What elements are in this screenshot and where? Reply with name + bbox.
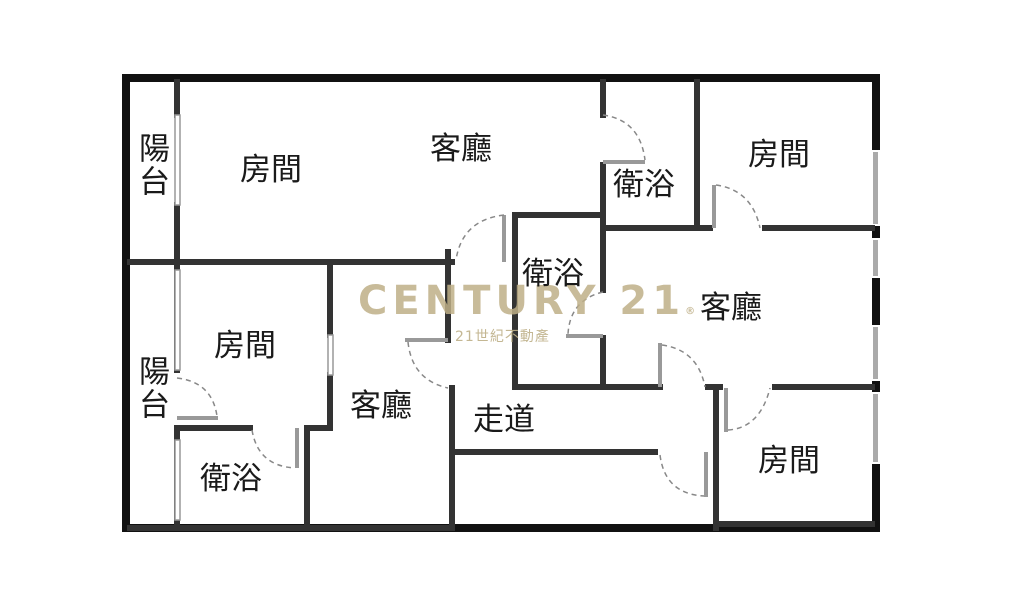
room-label-bath-center: 衛浴 (522, 256, 584, 292)
room-label-bath-bottom-left: 衛浴 (200, 461, 262, 497)
room-label-balcony-bottom: 陽台 (133, 355, 169, 421)
room-label-living-mid: 客廳 (350, 388, 412, 424)
room-label-living-top: 客廳 (430, 131, 492, 167)
room-label-balcony-top: 陽台 (133, 132, 169, 198)
room-label-living-right: 客廳 (700, 290, 762, 326)
room-label-bedroom-top-right: 房間 (748, 137, 810, 173)
room-label-corridor: 走道 (473, 402, 535, 438)
registered-mark: ® (685, 306, 701, 317)
room-label-bedroom-mid-left: 房間 (214, 328, 276, 364)
watermark-logo: CENTURY 21® (358, 278, 700, 324)
room-label-bedroom-top-left: 房間 (240, 152, 302, 188)
outer-walls (122, 74, 880, 532)
interior-windows (174, 114, 334, 521)
door-swings (176, 114, 771, 497)
watermark-subtitle: 21世紀不動產 (455, 329, 550, 345)
room-label-bedroom-bottom-right: 房間 (758, 443, 820, 479)
watermark-brand: CENTURY 21 (358, 278, 686, 324)
room-label-bath-top: 衛浴 (613, 167, 675, 203)
exterior-windows (871, 150, 880, 464)
doors (177, 160, 728, 497)
